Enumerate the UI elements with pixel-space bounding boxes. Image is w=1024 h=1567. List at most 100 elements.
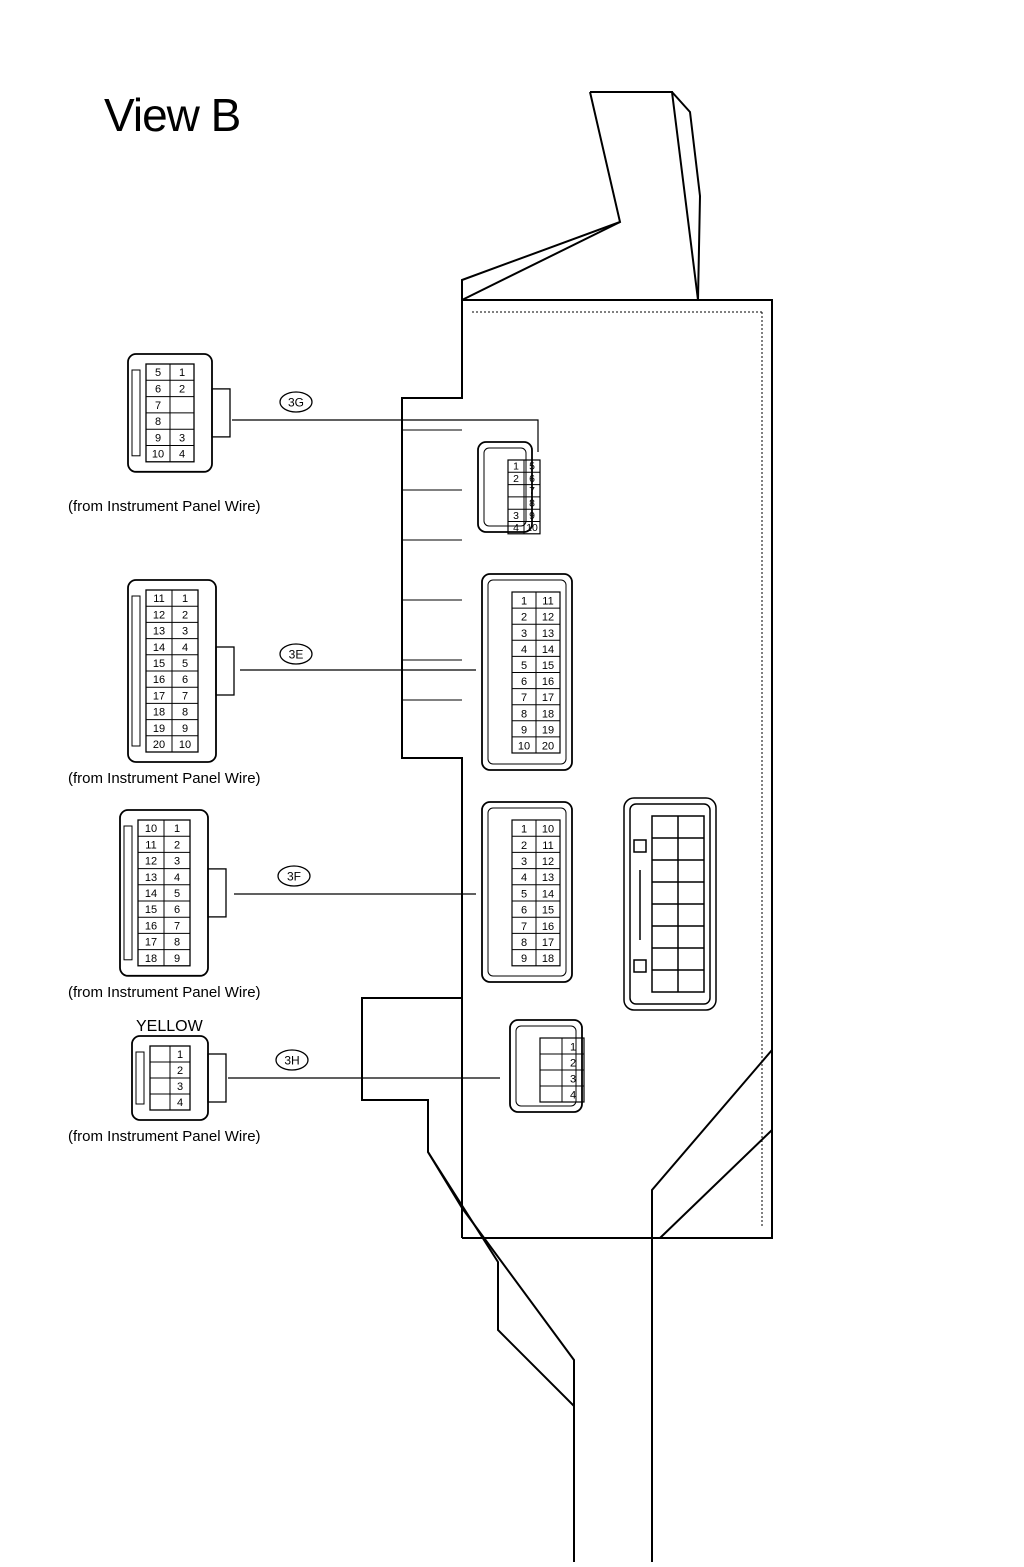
plug-pin-label: 7: [174, 920, 180, 932]
socket-pin-label: 20: [542, 740, 554, 752]
plug-pin-label: 4: [182, 642, 188, 654]
connector-caption: (from Instrument Panel Wire): [68, 984, 261, 1001]
plug-pin-label: 18: [145, 953, 157, 965]
socket-pin-label: 2: [570, 1057, 576, 1069]
plug-pin-label: 16: [145, 920, 157, 932]
socket-pin-label: 7: [529, 486, 535, 497]
connector-color-label: YELLOW: [136, 1018, 203, 1035]
plug-pin-label: 5: [182, 658, 188, 670]
plug-pin-label: 2: [174, 839, 180, 851]
socket-pin-label: 8: [521, 708, 527, 720]
socket-pin-label: 9: [529, 511, 535, 522]
socket-pin-label: 15: [542, 660, 554, 672]
socket-pin-label: 1: [521, 824, 527, 836]
plug-pin-label: 1: [177, 1049, 183, 1061]
plug-pin-label: 12: [145, 856, 157, 868]
socket-pin-label: 18: [542, 708, 554, 720]
socket-pin-label: 2: [513, 474, 519, 485]
leader-line: [232, 419, 539, 452]
plug-pin-label: 13: [153, 626, 165, 638]
connector-caption: (from Instrument Panel Wire): [68, 498, 261, 515]
plug-pin-label: 4: [174, 872, 180, 884]
plug-pin-label: 19: [153, 723, 165, 735]
socket-pin-label: 3: [521, 856, 527, 868]
socket-pin-label: 11: [542, 596, 553, 608]
plug-pin-label: 2: [179, 384, 185, 396]
socket-pin-label: 16: [542, 676, 554, 688]
socket-pin-label: 15: [542, 905, 554, 917]
plug-pin-label: 17: [153, 690, 165, 702]
plug-pin-label: 15: [153, 658, 165, 670]
plug-pin-label: 2: [182, 609, 188, 621]
socket-pin-label: 17: [542, 937, 554, 949]
plug-pin-label: 10: [179, 739, 191, 751]
plug-pin-label: 16: [153, 674, 165, 686]
plug-pin-label: 9: [182, 723, 188, 735]
plug-pin-label: 6: [155, 384, 161, 396]
plug-pin-label: 6: [182, 674, 188, 686]
plug-pin-label: 1: [174, 823, 180, 835]
socket-pin-label: 3: [570, 1073, 576, 1085]
socket-pin-label: 12: [542, 612, 554, 624]
connector-id-label: 3F: [287, 870, 301, 884]
socket-pin-label: 11: [542, 840, 553, 852]
connector-id-bubble: [275, 1049, 309, 1071]
socket-pin-label: 7: [521, 692, 527, 704]
socket-pin-label: 5: [529, 462, 535, 473]
plug-pin-label: 9: [174, 953, 180, 965]
connector-caption: (from Instrument Panel Wire): [68, 770, 261, 787]
plug-pin-label: 12: [153, 609, 165, 621]
plug-pin-label: 20: [153, 739, 165, 751]
socket-pin-label: 19: [542, 724, 554, 736]
socket-pin-label: 6: [521, 676, 527, 688]
socket-pin-label: 12: [542, 856, 554, 868]
plug-pin-label: 6: [174, 904, 180, 916]
plug-pin-label: 3: [179, 432, 185, 444]
socket-pin-label: 5: [521, 888, 527, 900]
socket-pin-label: 14: [542, 644, 554, 656]
socket-pin-label: 18: [542, 953, 554, 965]
plug-pin-label: 11: [145, 839, 156, 851]
socket-pin-label: 13: [542, 628, 554, 640]
connector-caption: (from Instrument Panel Wire): [68, 1128, 261, 1145]
plug-pin-label: 4: [179, 449, 185, 461]
plug-pin-label: 15: [145, 904, 157, 916]
socket-pin-label: 14: [542, 888, 554, 900]
socket-pin-label: 7: [521, 921, 527, 933]
socket-pin-label: 17: [542, 692, 554, 704]
plug-pin-label: 10: [152, 449, 164, 461]
plug-pin-label: 9: [155, 432, 161, 444]
connector-id-bubble: [279, 643, 313, 665]
plug-pin-label: 1: [179, 367, 185, 379]
socket-pin-label: 2: [521, 612, 527, 624]
socket-pin-label: 4: [513, 523, 519, 534]
plug-pin-label: 17: [145, 937, 157, 949]
socket-pin-label: 4: [521, 644, 527, 656]
socket-pin-label: 3: [513, 511, 519, 522]
socket-pin-label: 2: [521, 840, 527, 852]
plug-pin-label: 3: [174, 856, 180, 868]
socket-pin-label: 5: [521, 660, 527, 672]
plug-pin-label: 8: [182, 707, 188, 719]
socket-pin-label: 8: [529, 498, 535, 509]
plug-pin-label: 11: [153, 593, 164, 605]
connector-id-label: 3G: [288, 396, 304, 410]
unlabeled-connector-cavity: [623, 797, 717, 1011]
socket-pin-label: 1: [570, 1041, 576, 1053]
plug-pin-label: 2: [177, 1065, 183, 1077]
socket-pin-label: 10: [518, 740, 530, 752]
connector-id-label: 3E: [289, 648, 304, 662]
plug-pin-label: 5: [155, 367, 161, 379]
plug-pin-label: 18: [153, 707, 165, 719]
plug-pin-label: 13: [145, 872, 157, 884]
